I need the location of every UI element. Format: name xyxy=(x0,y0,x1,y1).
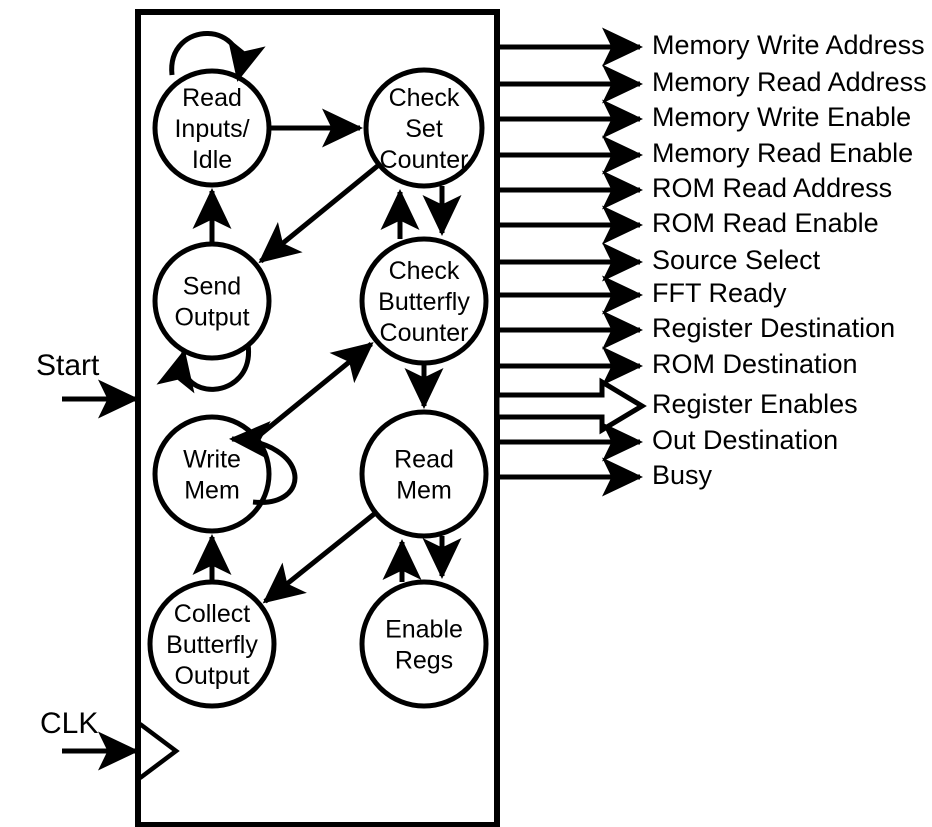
output-memory-write-enable: Memory Write Enable xyxy=(497,99,911,139)
state-label-check-set-counter: Counter xyxy=(380,146,469,174)
output-label-memory-read-address: Memory Read Address xyxy=(652,67,927,97)
state-label-write-mem: Mem xyxy=(184,477,240,505)
transition-write-mem-to-check-butterfly-counter xyxy=(254,342,374,440)
state-label-read-inputs-idle: Read xyxy=(182,84,242,112)
self-loop-read-inputs-idle xyxy=(169,31,266,82)
output-label-rom-read-address: ROM Read Address xyxy=(652,173,892,203)
state-circle-write-mem[interactable] xyxy=(152,414,272,534)
output-memory-write-address: Memory Write Address xyxy=(497,27,925,67)
self-loops-group xyxy=(156,31,298,505)
output-source-select: Source Select xyxy=(497,242,821,282)
state-label-collect-butterfly-output: Butterfly xyxy=(166,631,258,659)
output-label-register-enables: Register Enables xyxy=(652,389,858,419)
output-rom-destination: ROM Destination xyxy=(497,346,858,386)
state-label-check-butterfly-counter: Counter xyxy=(380,319,469,347)
output-label-memory-write-address: Memory Write Address xyxy=(652,30,925,60)
transition-check-set-counter-to-send-output xyxy=(258,162,381,264)
self-loop-write-mem xyxy=(229,420,298,505)
output-register-destination: Register Destination xyxy=(497,310,895,350)
output-busy: Busy xyxy=(497,457,713,497)
output-label-memory-write-enable: Memory Write Enable xyxy=(652,102,911,132)
output-register-enables: Register Enables xyxy=(494,377,858,435)
state-label-check-butterfly-counter: Check xyxy=(389,257,460,285)
state-circle-check-butterfly-counter[interactable] xyxy=(359,236,489,366)
state-label-send-output: Send xyxy=(183,273,241,301)
output-label-memory-read-enable: Memory Read Enable xyxy=(652,138,913,168)
self-loop-send-output xyxy=(156,343,251,394)
output-label-busy: Busy xyxy=(652,460,713,490)
clock-input-triangle-icon xyxy=(138,722,180,780)
transitions-group xyxy=(192,108,462,604)
state-label-collect-butterfly-output: Collect xyxy=(174,600,250,628)
output-memory-read-address: Memory Read Address xyxy=(497,64,927,104)
output-fft-ready: FFT Ready xyxy=(497,275,787,315)
states-group: ReadInputs/IdleCheckSetCounterSendOutput… xyxy=(147,67,489,709)
state-circle-enable-regs[interactable] xyxy=(359,579,489,709)
transition-read-mem-to-collect-butterfly-output xyxy=(262,510,378,604)
state-circle-collect-butterfly-output[interactable] xyxy=(147,579,277,709)
output-label-fft-ready: FFT Ready xyxy=(652,278,787,308)
state-label-check-set-counter: Check xyxy=(389,84,460,112)
output-label-rom-destination: ROM Destination xyxy=(652,349,858,379)
state-label-read-mem: Read xyxy=(394,446,454,474)
output-rom-read-enable: ROM Read Enable xyxy=(497,205,879,245)
output-memory-read-enable: Memory Read Enable xyxy=(497,135,913,175)
output-label-out-destination: Out Destination xyxy=(652,425,838,455)
state-label-read-inputs-idle: Idle xyxy=(192,146,232,174)
state-label-write-mem: Write xyxy=(183,446,241,474)
state-label-enable-regs: Enable xyxy=(385,616,463,644)
state-label-check-butterfly-counter: Butterfly xyxy=(378,288,470,316)
state-circle-send-output[interactable] xyxy=(152,241,272,361)
state-label-check-set-counter: Set xyxy=(405,115,443,143)
output-label-register-destination: Register Destination xyxy=(652,313,895,343)
output-out-destination: Out Destination xyxy=(497,422,838,462)
input-label-start: Start xyxy=(36,349,100,382)
output-label-source-select: Source Select xyxy=(652,245,821,275)
state-circle-check-set-counter[interactable] xyxy=(363,67,485,189)
state-label-collect-butterfly-output: Output xyxy=(174,662,249,690)
state-label-enable-regs: Regs xyxy=(395,647,453,675)
output-rom-read-address: ROM Read Address xyxy=(497,170,892,210)
state-label-read-mem: Mem xyxy=(396,477,452,505)
bus-arrow-register-enables xyxy=(494,377,647,435)
state-label-send-output: Output xyxy=(174,304,249,332)
output-label-rom-read-enable: ROM Read Enable xyxy=(652,208,879,238)
state-label-read-inputs-idle: Inputs/ xyxy=(174,115,249,143)
state-circle-read-mem[interactable] xyxy=(359,409,489,539)
input-label-clk: CLK xyxy=(40,707,98,740)
state-circle-read-inputs-idle[interactable] xyxy=(152,68,272,188)
